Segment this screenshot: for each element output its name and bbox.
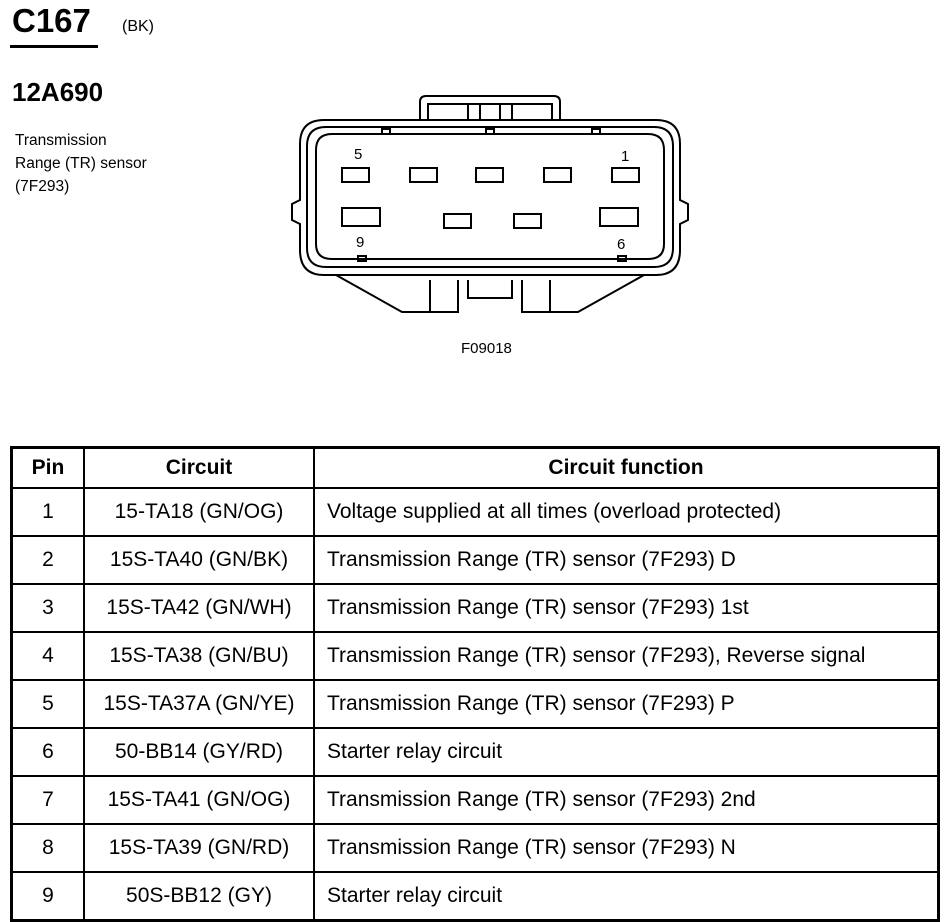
pin-cavity [599,207,639,227]
cell-function: Voltage supplied at all times (overload … [313,487,940,537]
pin-label-6: 6 [617,236,625,253]
table-row: 4 15S-TA38 (GN/BU) Transmission Range (T… [10,631,940,681]
cell-circuit: 50S-BB12 (GY) [83,871,315,922]
cell-circuit: 15-TA18 (GN/OG) [83,487,315,537]
cell-function: Transmission Range (TR) sensor (7F293) N [313,823,940,873]
cell-pin: 9 [10,871,85,922]
cell-pin: 4 [10,631,85,681]
table-row: 9 50S-BB12 (GY) Starter relay circuit [10,871,940,922]
table-row: 7 15S-TA41 (GN/OG) Transmission Range (T… [10,775,940,825]
cell-circuit: 15S-TA42 (GN/WH) [83,583,315,633]
part-description-line: (7F293) [15,178,70,195]
cell-circuit: 15S-TA37A (GN/YE) [83,679,315,729]
table-row: 2 15S-TA40 (GN/BK) Transmission Range (T… [10,535,940,585]
cell-pin: 7 [10,775,85,825]
cell-circuit: 50-BB14 (GY/RD) [83,727,315,777]
cell-function: Transmission Range (TR) sensor (7F293) P [313,679,940,729]
pin-cavity [341,207,381,227]
table-row: 1 15-TA18 (GN/OG) Voltage supplied at al… [10,487,940,537]
part-description: Transmission Range (TR) sensor (7F293) [15,129,147,198]
cell-function: Starter relay circuit [313,727,940,777]
cell-circuit: 15S-TA40 (GN/BK) [83,535,315,585]
cell-pin: 6 [10,727,85,777]
pin-label-1: 1 [621,148,629,165]
connector-face-diagram: 5 1 9 6 [291,95,689,313]
cell-pin: 2 [10,535,85,585]
cell-pin: 5 [10,679,85,729]
figure-code: F09018 [461,340,512,357]
cell-function: Transmission Range (TR) sensor (7F293) D [313,535,940,585]
connector-id-underline [10,45,98,48]
pin-cavity [409,167,438,183]
part-number: 12A690 [12,77,104,107]
header-function: Circuit function [313,446,940,489]
pin-cavity [443,213,472,229]
cell-function: Starter relay circuit [313,871,940,922]
cell-circuit: 15S-TA38 (GN/BU) [83,631,315,681]
connector-color: (BK) [122,18,154,35]
pin-cavity [611,167,640,183]
part-description-line: Transmission [15,132,107,149]
pin-cavities [341,167,640,229]
cell-circuit: 15S-TA39 (GN/RD) [83,823,315,873]
table-row: 5 15S-TA37A (GN/YE) Transmission Range (… [10,679,940,729]
connector-outline [291,95,689,313]
header-pin: Pin [10,446,85,489]
cell-pin: 1 [10,487,85,537]
cell-pin: 8 [10,823,85,873]
pin-cavity [341,167,370,183]
cell-circuit: 15S-TA41 (GN/OG) [83,775,315,825]
part-description-line: Range (TR) sensor [15,155,147,172]
cell-function: Transmission Range (TR) sensor (7F293), … [313,631,940,681]
table-row: 3 15S-TA42 (GN/WH) Transmission Range (T… [10,583,940,633]
cell-function: Transmission Range (TR) sensor (7F293) 1… [313,583,940,633]
pin-cavity [543,167,572,183]
pin-label-5: 5 [354,146,362,163]
pin-cavity [475,167,504,183]
pin-label-9: 9 [356,234,364,251]
cell-function: Transmission Range (TR) sensor (7F293) 2… [313,775,940,825]
pinout-table: Pin Circuit Circuit function 1 15-TA18 (… [10,446,940,922]
header-circuit: Circuit [83,446,315,489]
table-header-row: Pin Circuit Circuit function [10,446,940,489]
pin-cavity [513,213,542,229]
table-row: 6 50-BB14 (GY/RD) Starter relay circuit [10,727,940,777]
connector-id: C167 [12,2,91,39]
cell-pin: 3 [10,583,85,633]
table-row: 8 15S-TA39 (GN/RD) Transmission Range (T… [10,823,940,873]
